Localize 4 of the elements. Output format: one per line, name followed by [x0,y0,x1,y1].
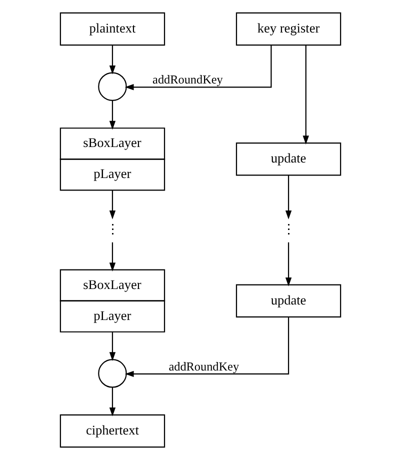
node-text: ⋮ [105,221,118,236]
node-text: ⋮ [282,221,295,236]
edge-label: addRoundKey [168,359,239,374]
edge-label: addRoundKey [152,72,222,87]
